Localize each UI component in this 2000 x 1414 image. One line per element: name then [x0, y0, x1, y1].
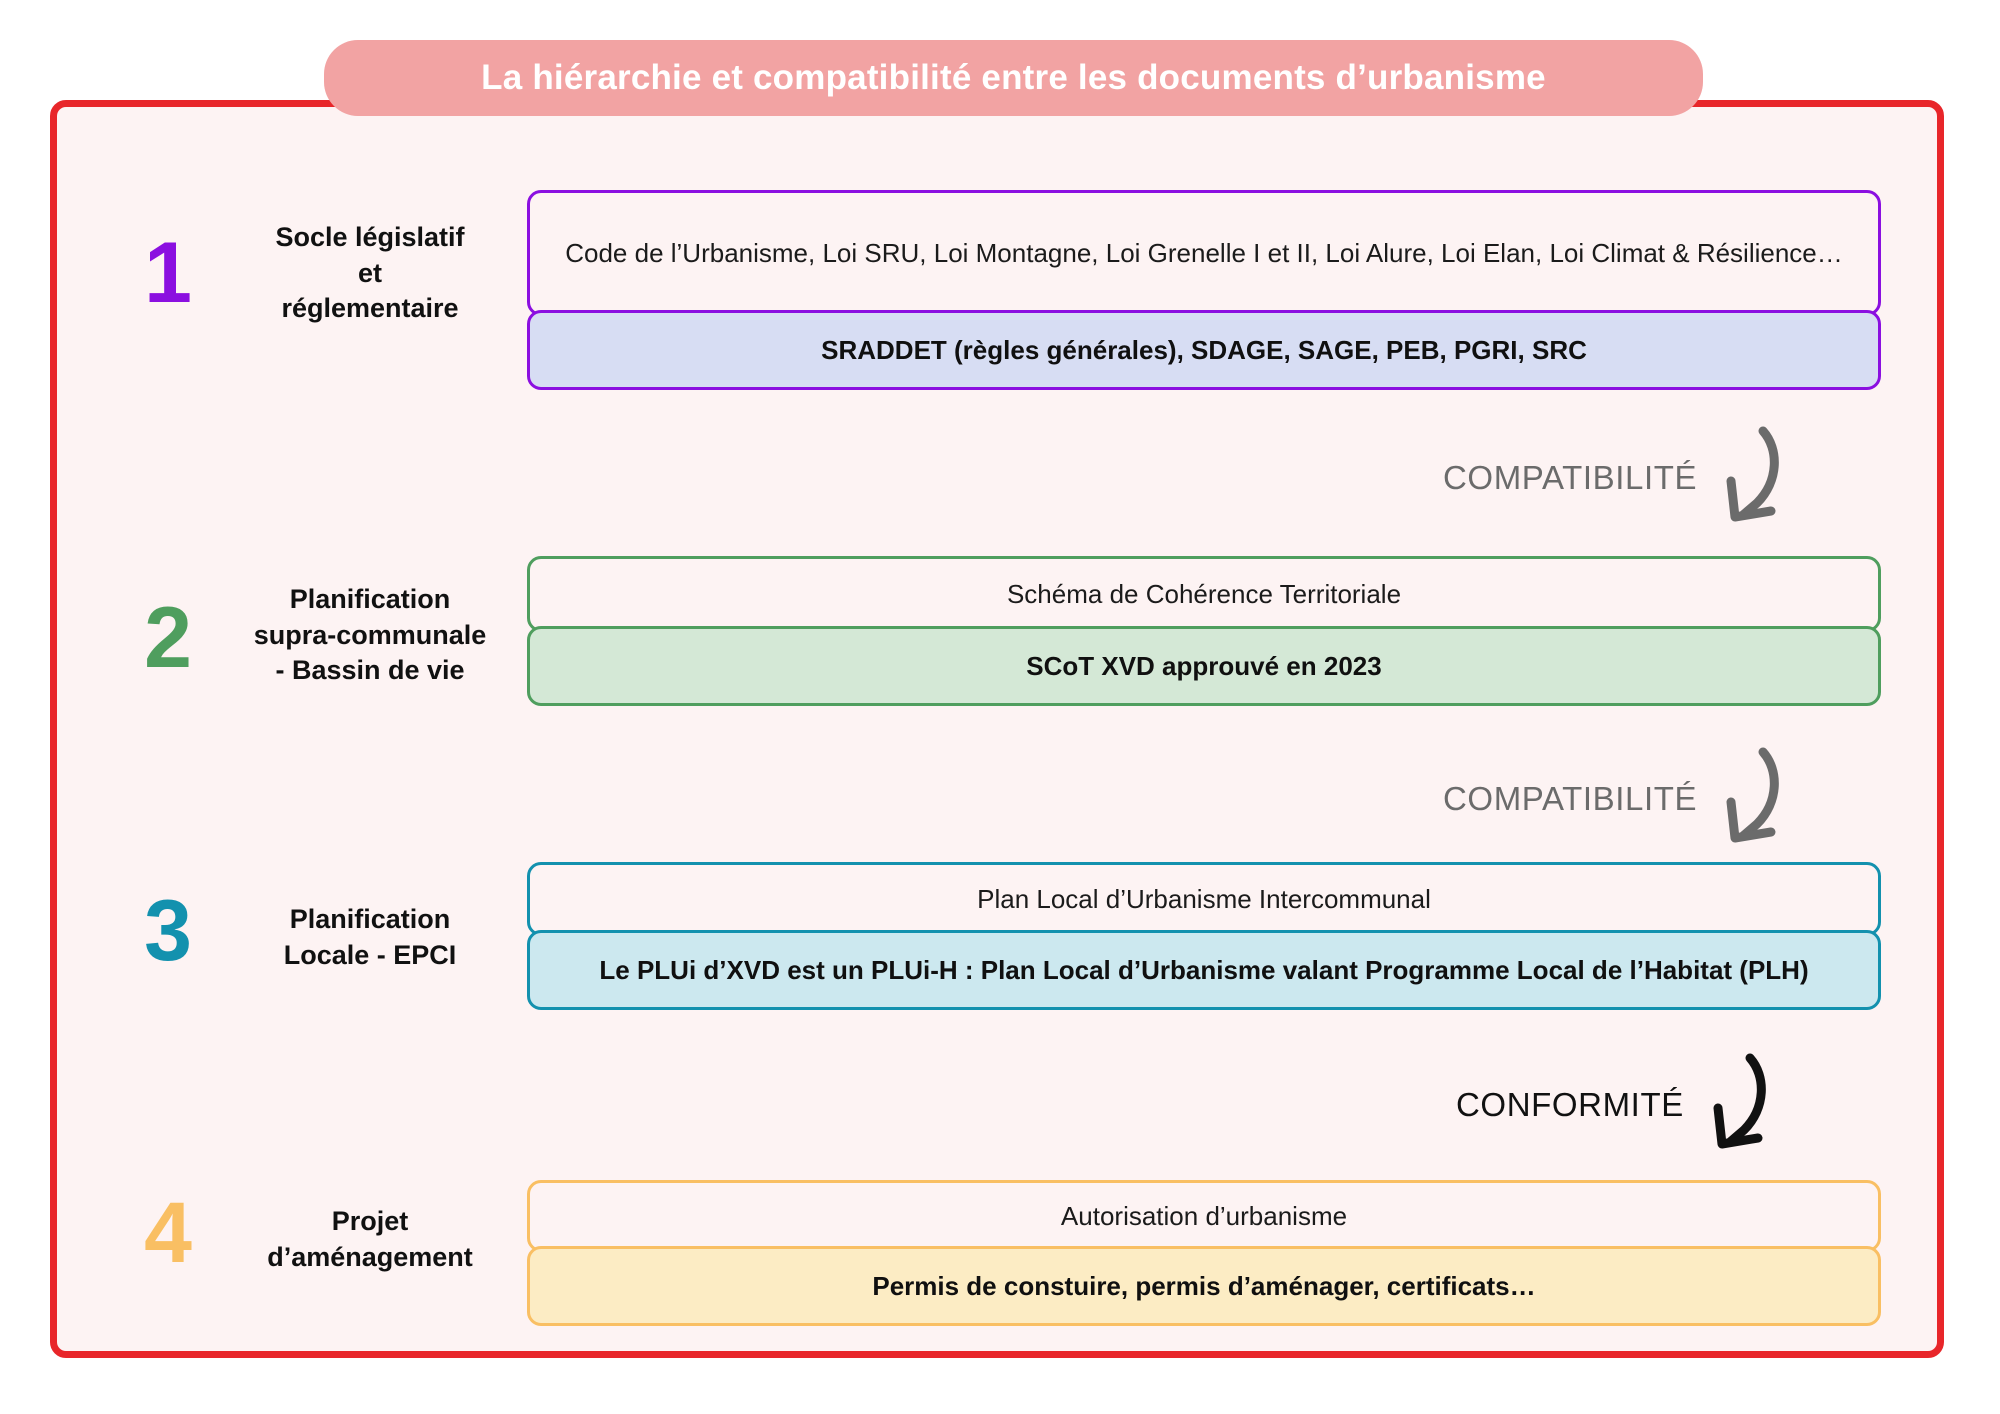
level-label-1: Socle législatif et réglementaire [220, 220, 520, 327]
level-3-top-box: Plan Local d’Urbanisme Intercommunal [527, 862, 1881, 936]
page-title: La hiérarchie et compatibilité entre les… [481, 58, 1546, 97]
level-1-boxes: Code de l’Urbanisme, Loi SRU, Loi Montag… [527, 190, 1881, 390]
relation-2: COMPATIBILITÉ [1443, 746, 1783, 851]
level-label-3: Planification Locale - EPCI [220, 902, 520, 973]
level-label-2-line-1: Planification [289, 584, 451, 614]
relation-3: CONFORMITÉ [1456, 1052, 1770, 1157]
level-number-1: 1 [144, 225, 192, 321]
curved-down-arrow-icon [1713, 425, 1783, 530]
level-3-boxes: Plan Local d’Urbanisme Intercommunal Le … [527, 862, 1881, 1010]
level-label-4-line-2: d’aménagement [267, 1241, 473, 1272]
level-number-2: 2 [144, 590, 192, 686]
level-label-4: Projet d’aménagement [220, 1204, 520, 1275]
curved-down-arrow-icon [1713, 746, 1783, 851]
level-4-top-box: Autorisation d’urbanisme [527, 1180, 1881, 1252]
level-label-1-line-3: réglementaire [281, 293, 459, 324]
relation-1-label: COMPATIBILITÉ [1443, 458, 1698, 496]
curved-down-arrow-icon [1700, 1052, 1770, 1157]
level-2-top-box: Schéma de Cohérence Territoriale [527, 556, 1881, 632]
level-label-4-line-1: Projet [331, 1206, 409, 1236]
level-label-1-line-1: Socle législatif [275, 222, 465, 252]
level-3-bottom-box: Le PLUi d’XVD est un PLUi-H : Plan Local… [527, 930, 1881, 1010]
level-1-top-box: Code de l’Urbanisme, Loi SRU, Loi Montag… [527, 190, 1881, 316]
level-2-boxes: Schéma de Cohérence Territoriale SCoT XV… [527, 556, 1881, 706]
level-label-1-line-2: et [357, 257, 382, 288]
level-number-3: 3 [144, 883, 192, 979]
relation-3-label: CONFORMITÉ [1456, 1085, 1684, 1123]
title-banner: La hiérarchie et compatibilité entre les… [324, 40, 1703, 116]
level-2-bottom-box: SCoT XVD approuvé en 2023 [527, 626, 1881, 706]
level-label-2: Planification supra-communale - Bassin d… [220, 582, 520, 689]
level-label-3-line-1: Planification [289, 904, 451, 934]
relation-2-label: COMPATIBILITÉ [1443, 779, 1698, 817]
relation-1: COMPATIBILITÉ [1443, 425, 1783, 530]
level-4-bottom-box: Permis de constuire, permis d’aménager, … [527, 1246, 1881, 1326]
level-label-2-line-2: supra-communale [253, 619, 487, 650]
level-number-4: 4 [144, 1185, 192, 1281]
level-4-boxes: Autorisation d’urbanisme Permis de const… [527, 1180, 1881, 1326]
level-label-2-line-3: - Bassin de vie [275, 655, 465, 686]
level-1-bottom-box: SRADDET (règles générales), SDAGE, SAGE,… [527, 310, 1881, 390]
level-label-3-line-2: Locale - EPCI [283, 939, 457, 970]
